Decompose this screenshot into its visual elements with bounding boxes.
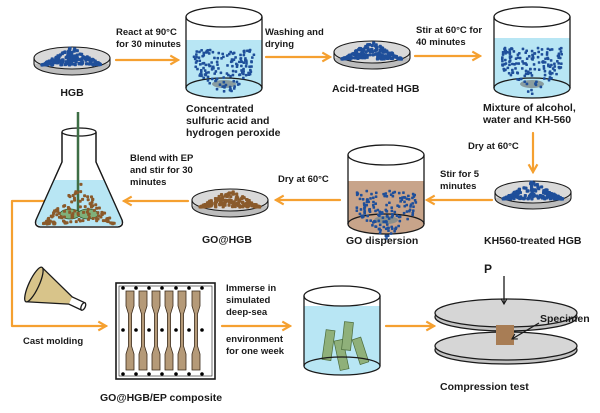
mold-pin bbox=[200, 372, 204, 376]
acid-beaker bbox=[185, 6, 263, 99]
mold-pin bbox=[147, 328, 151, 332]
step-react-line1: React at 90°C bbox=[116, 27, 177, 38]
beaker-liquid bbox=[494, 38, 570, 98]
mold-pin bbox=[187, 328, 191, 332]
go-dispersion-beaker bbox=[347, 144, 425, 240]
step-dry1: Dry at 60°C bbox=[468, 141, 519, 152]
particle-pile bbox=[501, 180, 565, 201]
immersed-rods bbox=[321, 321, 370, 371]
dumbbell-specimen bbox=[191, 290, 201, 371]
flow-arrows bbox=[10, 50, 539, 332]
label-go-hgb: GO@HGB bbox=[202, 234, 252, 246]
dumbbell-specimen bbox=[125, 290, 135, 371]
mold-pin bbox=[160, 372, 164, 376]
label-compression: Compression test bbox=[440, 381, 529, 393]
label-acid-beaker-1: Concentrated bbox=[186, 103, 254, 115]
mold-pin bbox=[174, 286, 178, 290]
hgb-dish bbox=[33, 46, 111, 76]
label-mixture-1: Mixture of alcohol, bbox=[483, 102, 576, 114]
label-mixture-2: water and KH-560 bbox=[482, 114, 571, 126]
labels: HGB React at 90°C for 30 minutes Concent… bbox=[23, 25, 590, 404]
mold-pin bbox=[134, 372, 138, 376]
mixture-beaker bbox=[493, 6, 571, 99]
mold-pin bbox=[160, 286, 164, 290]
mold-pin bbox=[200, 286, 204, 290]
dumbbell-specimen bbox=[151, 290, 161, 371]
step-stir40-line2: 40 minutes bbox=[416, 37, 466, 48]
step-immerse-line2: simulated bbox=[226, 295, 271, 306]
step-immerse-line3: deep-sea bbox=[226, 307, 268, 318]
mold-pin bbox=[121, 286, 125, 290]
beaker-rim bbox=[347, 144, 425, 166]
compression-test-rig bbox=[434, 276, 578, 365]
dumbbell-specimen bbox=[138, 290, 148, 371]
specimen-pointer bbox=[511, 322, 540, 340]
mold-pin bbox=[121, 328, 125, 332]
step-immerse-line5: for one week bbox=[226, 346, 285, 357]
kh560-treated-dish bbox=[494, 180, 572, 210]
step-stir40-line1: Stir at 60°C for bbox=[416, 25, 482, 36]
label-acid-beaker-2: sulfuric acid and bbox=[186, 115, 269, 127]
particle-pile bbox=[198, 190, 262, 209]
step-react-line2: for 30 minutes bbox=[116, 39, 181, 50]
label-hgb: HGB bbox=[60, 87, 84, 99]
step-wash-line1: Washing and bbox=[265, 27, 324, 38]
mold-pin bbox=[134, 328, 138, 332]
particle-pile bbox=[340, 41, 404, 61]
mold-pin bbox=[187, 372, 191, 376]
label-kh560-treated: KH560-treated HGB bbox=[484, 235, 582, 247]
step-blend-line3: minutes bbox=[130, 177, 166, 188]
mold-pin bbox=[121, 372, 125, 376]
mold-composite bbox=[115, 282, 216, 380]
mold-pin bbox=[147, 372, 151, 376]
go-hgb-dish bbox=[191, 188, 269, 218]
suspended-particles bbox=[192, 48, 256, 93]
dumbbell-specimen bbox=[177, 290, 187, 371]
step-blend-line2: and stir for 30 bbox=[130, 165, 193, 176]
step-immerse-line4: environment bbox=[226, 334, 284, 345]
mold-pin bbox=[160, 328, 164, 332]
immersion-beaker bbox=[303, 285, 381, 376]
mold-pin bbox=[200, 328, 204, 332]
step-blend-line1: Blend with EP bbox=[130, 153, 194, 164]
mold-pin bbox=[174, 328, 178, 332]
label-acid-treated: Acid-treated HGB bbox=[332, 83, 420, 95]
mold-pin bbox=[174, 372, 178, 376]
erlenmeyer-flask bbox=[34, 112, 124, 228]
suspended-particles bbox=[355, 189, 418, 240]
step-cast: Cast molding bbox=[23, 336, 83, 347]
arrow-cast bbox=[10, 199, 109, 332]
label-go-dispersion: GO dispersion bbox=[346, 235, 418, 247]
step-stir5-line1: Stir for 5 bbox=[440, 169, 480, 180]
acid-treated-dish bbox=[333, 40, 411, 70]
dumbbell-specimen bbox=[164, 290, 174, 371]
go-hgb-particles bbox=[42, 182, 116, 226]
label-specimen: Specimen bbox=[540, 313, 590, 325]
step-wash-line2: drying bbox=[265, 39, 294, 50]
step-immerse-line1: Immerse in bbox=[226, 283, 276, 294]
suspended-particles bbox=[500, 46, 563, 96]
mold-pin bbox=[187, 286, 191, 290]
beaker-rim bbox=[185, 6, 263, 28]
beaker-rim bbox=[493, 6, 571, 28]
mold-pin bbox=[134, 286, 138, 290]
label-acid-beaker-3: hydrogen peroxide bbox=[186, 127, 281, 139]
funnel-icon bbox=[24, 266, 87, 311]
particle-pile bbox=[40, 46, 102, 67]
step-stir5-line2: minutes bbox=[440, 181, 476, 192]
label-load-p: P bbox=[484, 262, 492, 276]
step-dry2: Dry at 60°C bbox=[278, 174, 329, 185]
label-composite: GO@HGB/EP composite bbox=[100, 392, 222, 404]
mold-pin bbox=[147, 286, 151, 290]
